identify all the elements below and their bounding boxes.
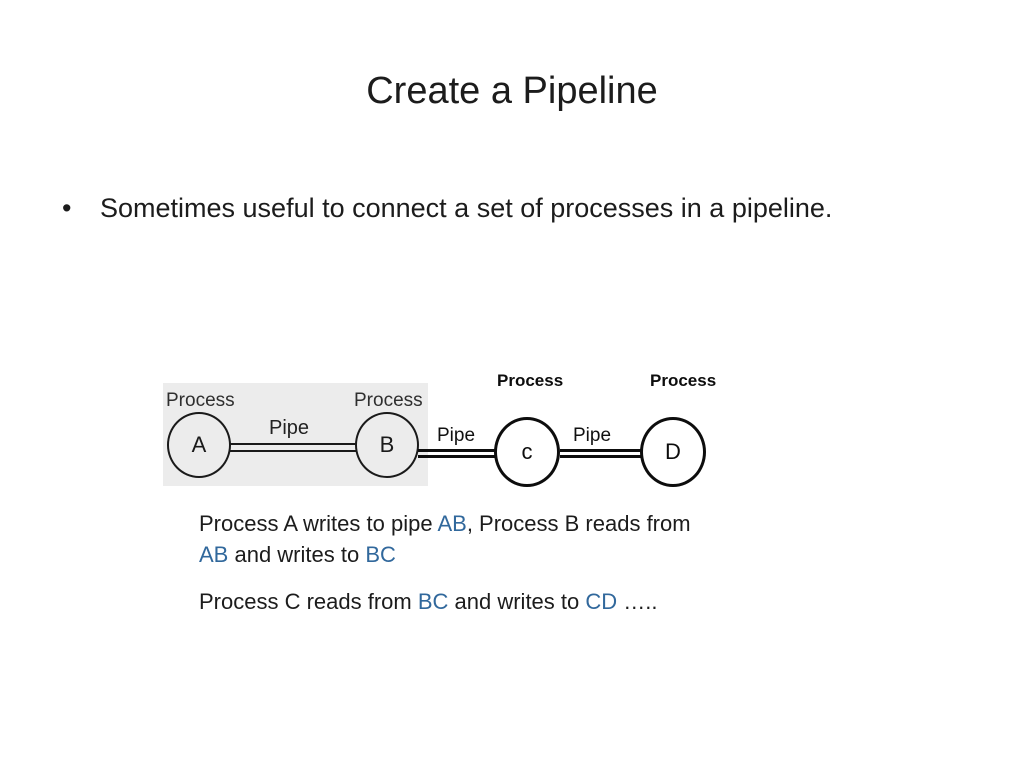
pipe-label-cd: Pipe	[573, 425, 612, 446]
caption-text: Process C reads from	[199, 589, 418, 614]
node-d-label: D	[665, 439, 681, 464]
pipe-name-cd: CD	[585, 589, 618, 614]
process-label-c: Process	[497, 371, 564, 390]
bullet-text: Sometimes useful to connect a set of pro…	[100, 193, 833, 223]
bullet-item: • Sometimes useful to connect a set of p…	[62, 190, 982, 226]
pipe-name-ab: AB	[437, 511, 467, 536]
pipe-cd-line	[560, 449, 642, 458]
pipe-label-bc: Pipe	[437, 425, 476, 446]
ab-pipe-illustration: Process Process Pipe A B	[163, 383, 428, 486]
process-label-d: Process	[650, 371, 717, 390]
bullet-icon: •	[62, 193, 72, 223]
process-node-c: c	[494, 417, 560, 487]
caption-text: and writes to	[448, 589, 586, 614]
process-label-b: Process	[354, 390, 423, 411]
process-node-b: B	[355, 412, 419, 478]
pipe-ab-line	[229, 443, 357, 452]
slide-title: Create a Pipeline	[366, 70, 658, 112]
caption-text: , Process B reads from	[466, 511, 691, 536]
pipe-bc-line	[418, 449, 498, 458]
process-label-a: Process	[166, 390, 235, 411]
process-node-a: A	[167, 412, 231, 478]
caption-text: Process A writes to pipe	[199, 511, 438, 536]
pipe-name-bc: BC	[365, 542, 396, 567]
node-c-label: c	[521, 439, 533, 464]
pipe-name-ab: AB	[199, 542, 229, 567]
caption-paragraph-2: Process C reads from BC and writes to CD…	[199, 586, 657, 617]
node-b-label: B	[379, 432, 395, 457]
pipe-name-bc: BC	[417, 589, 449, 614]
pipe-label-ab: Pipe	[269, 417, 310, 439]
process-node-d: D	[640, 417, 706, 487]
caption-paragraph-1: Process A writes to pipe AB, Process B r…	[199, 508, 691, 570]
node-a-label: A	[191, 432, 207, 457]
caption-text: …..	[617, 589, 658, 614]
caption-text: and writes to	[228, 542, 366, 567]
